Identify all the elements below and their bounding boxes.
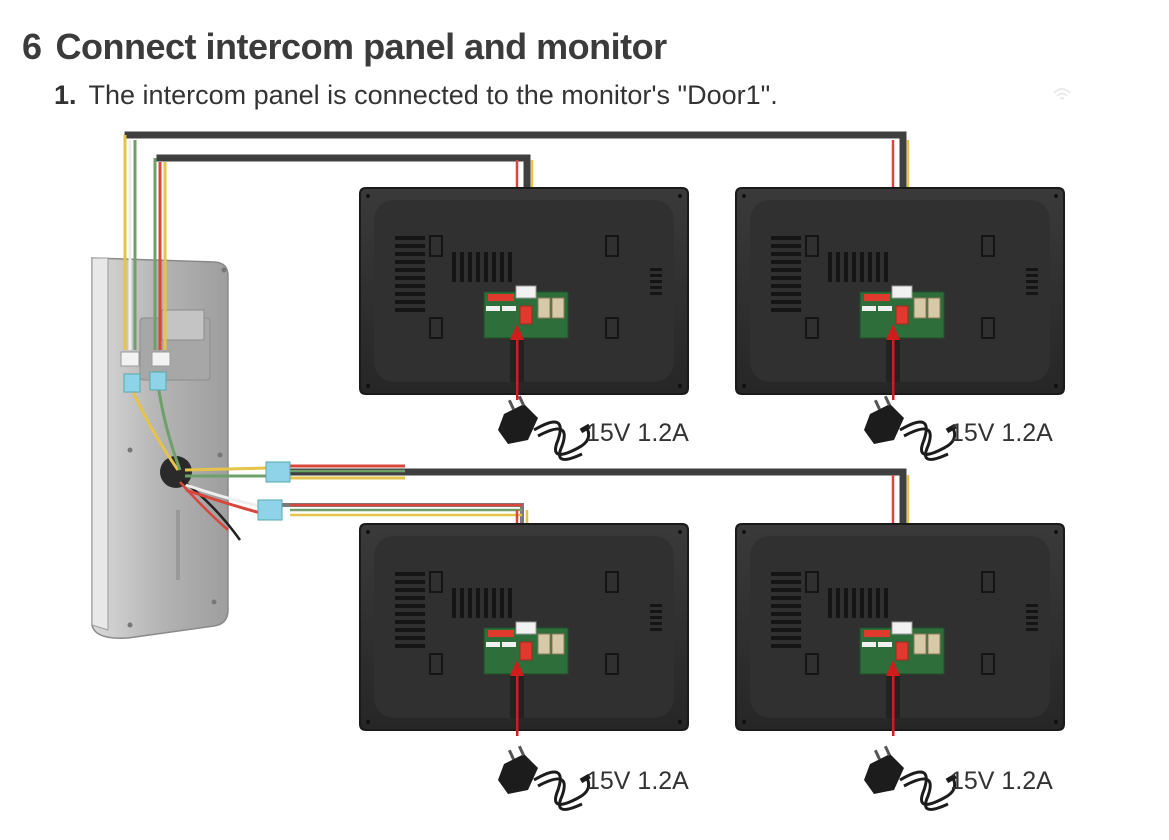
power-adapter-icon (498, 745, 591, 811)
power-rating-label: 15V 1.2A (586, 767, 689, 795)
power-rating-label: 15V 1.2A (950, 767, 1053, 795)
power-adapter-icon (864, 745, 957, 811)
wifi-icon (1053, 88, 1071, 100)
step-number: 1. (54, 80, 77, 110)
step-text: The intercom panel is connected to the m… (88, 80, 778, 110)
power-adapter-icon (498, 395, 591, 461)
section-title: Connect intercom panel and monitor (55, 26, 668, 67)
section-number: 6 (22, 26, 42, 67)
section-heading: 6 Connect intercom panel and monitor (22, 26, 667, 68)
power-adapter-icon (864, 395, 957, 461)
monitor-icon (359, 187, 689, 400)
monitors (359, 187, 1065, 736)
monitor-icon (735, 523, 1065, 736)
monitor-icon (735, 187, 1065, 400)
step-instruction: 1. The intercom panel is connected to the… (54, 80, 778, 111)
power-rating-label: 15V 1.2A (586, 419, 689, 447)
power-rating-label: 15V 1.2A (950, 419, 1053, 447)
power-adapters: 15V 1.2A 15V 1.2A 15V 1.2A 15V 1.2A (498, 395, 1053, 811)
panel-connectors (120, 351, 291, 521)
monitor-icon (359, 523, 689, 736)
